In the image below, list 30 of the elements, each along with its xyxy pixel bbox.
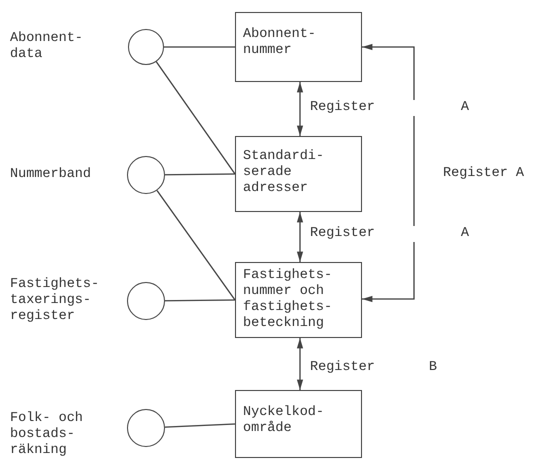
edge-label: Register A [442, 166, 526, 182]
arrow [296, 212, 304, 262]
circle-node [127, 409, 165, 447]
edge-label: Register B [309, 360, 438, 376]
edge-label: Register A [309, 226, 470, 242]
connector-line [164, 46, 235, 48]
process-box [235, 12, 362, 82]
circle-node [127, 156, 165, 194]
process-box [235, 390, 362, 458]
box-label: Fastighets- nummer och fastighets- beteckning [243, 268, 332, 332]
source-label: Abonnent- data [10, 31, 84, 63]
box-label: Standardi- serade adresser [243, 149, 326, 197]
process-box [235, 262, 362, 338]
source-label: Fastighets- taxerings- register [10, 277, 100, 325]
arrow [362, 44, 415, 302]
edge-label: Register A [309, 100, 470, 116]
source-label: Folk- och bostads- räkning [10, 411, 84, 459]
connector-line [164, 423, 236, 428]
connector-line [156, 61, 236, 174]
connector-line [156, 190, 236, 300]
connector-line [165, 173, 235, 176]
connector-line [165, 299, 235, 302]
circle-node [127, 282, 165, 320]
process-box [235, 136, 362, 212]
circle-node [128, 29, 164, 65]
source-label: Nummerband [10, 167, 92, 183]
box-label: Nyckelkod- område [243, 405, 326, 437]
box-label: Abonnent- nummer [243, 27, 317, 59]
arrow [296, 82, 304, 136]
arrow [296, 338, 304, 390]
